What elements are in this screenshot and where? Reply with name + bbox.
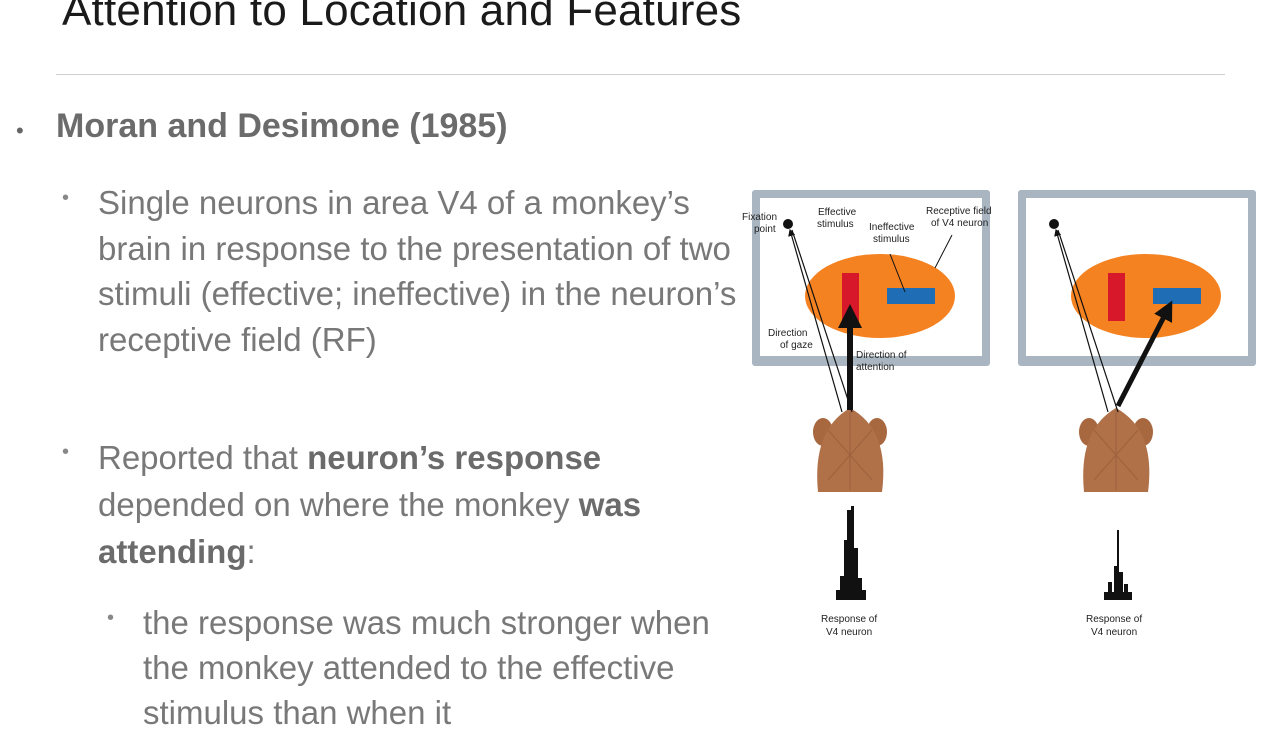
gaze-arrow-left-b [791,229,853,413]
response-histogram-left [836,506,866,600]
finding-text-3: : [246,533,256,570]
right-monitor [1018,190,1256,366]
bullet-marker: • [62,441,70,463]
bullet-marker: • [62,187,70,209]
label-receptive-field: Receptive field of V4 neuron [926,206,994,229]
response-histogram-right [1104,530,1132,600]
monkey-head-right [1079,408,1153,492]
gaze-arrow-right-b [1057,229,1119,413]
bullet-description: Single neurons in area V4 of a monkey’s … [98,184,737,358]
attention-arrow-right [1115,300,1173,408]
finding-text-2: depended on where the monkey [98,486,579,523]
ineffective-stimulus-right [1153,288,1201,304]
gaze-arrow-right-a [1054,228,1109,413]
label-effective-stimulus: Effective stimulus [817,207,859,230]
title-divider [56,74,1225,75]
label-fixation-point: Fixation point [742,212,780,235]
label-ineffective-stimulus: Ineffective stimulus [869,222,917,245]
effective-stimulus-right [1108,273,1125,321]
finding-bold-2: was attending [98,486,642,570]
finding-text-1: Reported that [98,439,308,476]
bullet-marker: • [16,118,24,143]
bullet-finding: Reported that neuron’s response depended… [98,434,738,575]
sub-bullet: the response was much stronger when the … [143,604,710,731]
bullet-heading: Moran and Desimone (1985) [56,107,508,145]
label-response-right: Response of V4 neuron [1086,614,1145,638]
bullet-marker: • [107,607,115,629]
fixation-point-left [783,219,793,229]
slide-title: Attention to Location and Features [62,0,742,35]
monkey-head-left [813,408,887,492]
ineffective-stimulus-left [887,288,935,304]
gaze-arrow-left-a [788,228,843,413]
fixation-point-right [1049,219,1059,229]
finding-bold-1: neuron’s response [307,439,602,476]
label-response-left: Response of V4 neuron [821,614,880,638]
label-direction-of-attention: Direction of attention [856,350,909,373]
moran-desimone-figure: Fixation point Effective stimulus Ineffe… [742,190,1256,638]
label-direction-of-gaze: Direction of gaze [768,328,813,351]
